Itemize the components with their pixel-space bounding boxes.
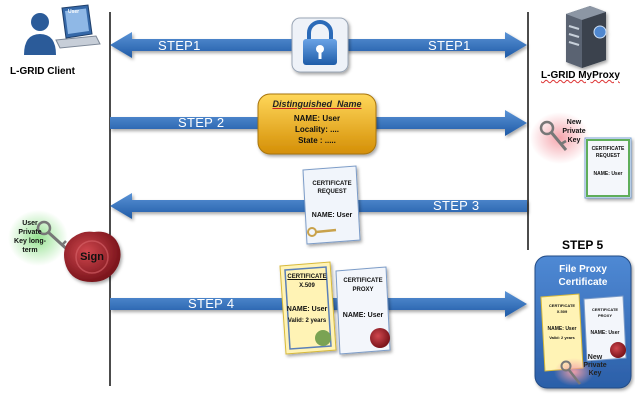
mid-req-title-1: CERTIFICATE xyxy=(312,181,352,187)
file-proxy-certificate-box xyxy=(534,255,632,389)
new-private-key-icon xyxy=(530,112,590,164)
client-badge: User xyxy=(68,9,80,15)
step1-right-label: STEP1 xyxy=(428,38,471,53)
mid-req-title-2: REQUEST xyxy=(317,189,347,195)
computer-user-icon xyxy=(24,4,101,55)
sign-seal-icon xyxy=(64,231,121,282)
step5-proxy-name: NAME: User xyxy=(590,330,620,336)
dn-name: NAME: User xyxy=(293,114,341,123)
user-key-line-1: User xyxy=(22,220,38,227)
server-label: L-GRID MyProxy xyxy=(541,70,620,81)
step1-left-label: STEP1 xyxy=(158,38,201,53)
client-label: L-GRID Client xyxy=(10,66,75,77)
server-cert-request-doc xyxy=(584,137,632,199)
step5-proxy-title-2: PROXY xyxy=(597,313,612,318)
proxy-title-2: PROXY xyxy=(352,287,374,293)
step5-label: STEP 5 xyxy=(562,238,604,252)
user-key-line-3: Key long- xyxy=(14,238,46,245)
step5-x509-name: NAME: User xyxy=(547,326,577,332)
server-req-title-2: REQUEST xyxy=(595,153,621,159)
lock-icon xyxy=(291,17,349,73)
step5-x509-title-1: CERTIFICATE xyxy=(548,303,576,308)
step4-label: STEP 4 xyxy=(188,296,235,311)
step5-key-line-3: Key xyxy=(588,370,602,377)
proxy-certificate-doc xyxy=(335,266,391,355)
server-icon xyxy=(566,6,607,68)
step5-box-title-1: File Proxy xyxy=(559,264,607,275)
user-key-line-2: Private xyxy=(18,229,42,236)
x509-valid: Valid: 2 years xyxy=(287,318,327,324)
server-req-title-1: CERTIFICATE xyxy=(591,146,625,152)
new-key-line-3: Key xyxy=(567,137,581,144)
step3-label: STEP 3 xyxy=(433,198,480,213)
step5-key-line-2: Private xyxy=(583,362,607,369)
step5-x509-title-2: X.509 xyxy=(556,309,568,314)
mid-req-name: NAME: User xyxy=(311,212,353,219)
new-key-line-2: Private xyxy=(562,128,586,135)
x509-title-2: X.509 xyxy=(299,283,315,289)
proxy-title-1: CERTIFICATE xyxy=(343,278,383,284)
server-req-name: NAME: User xyxy=(593,171,623,177)
proxy-name: NAME: User xyxy=(342,312,384,319)
step5-proxy-title-1: CERTIFICATE xyxy=(591,307,619,312)
dn-locality: Locality: .... xyxy=(294,125,339,134)
sign-label: Sign xyxy=(80,251,104,263)
x509-name: NAME: User xyxy=(286,306,328,313)
user-key-line-4: term xyxy=(22,247,38,254)
step2-label: STEP 2 xyxy=(178,115,225,130)
dn-title: Distinguished Name xyxy=(272,99,362,109)
x509-title-1: CERTIFICATE xyxy=(287,274,327,280)
dn-state: State : ..... xyxy=(298,136,336,145)
new-key-line-1: New xyxy=(566,119,582,126)
x509-certificate-doc xyxy=(279,261,337,355)
dn-box xyxy=(257,93,377,155)
step5-box-title-2: Certificate xyxy=(558,277,608,288)
step5-key-line-1: New xyxy=(587,354,603,361)
step5-x509-valid: Valid: 2 years xyxy=(549,335,575,340)
mid-cert-request-doc xyxy=(302,165,361,245)
